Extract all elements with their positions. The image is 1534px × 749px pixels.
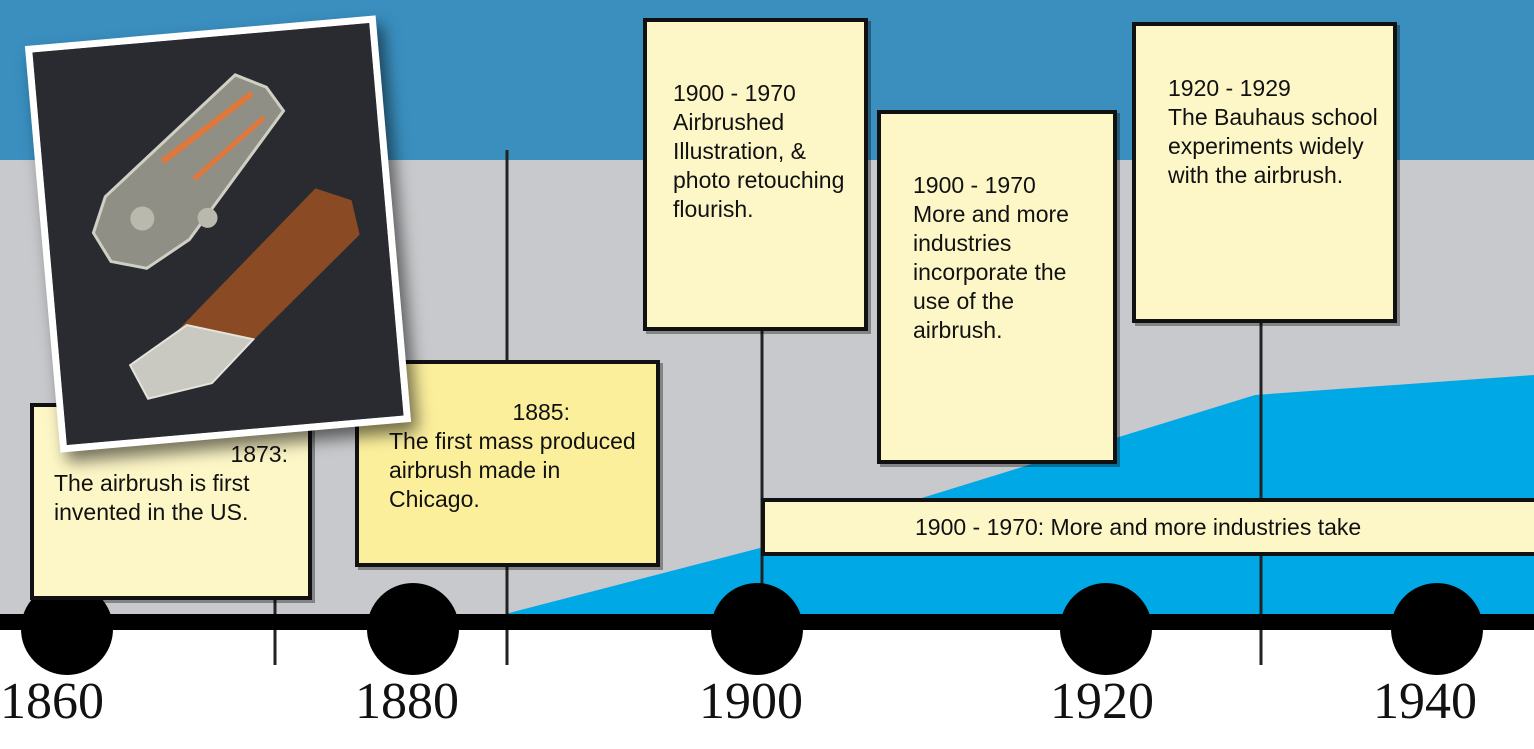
year-marker-1920 bbox=[1060, 583, 1152, 675]
airbrush-icon bbox=[32, 23, 404, 445]
event-note-industries: 1900 - 1970 More and more industries inc… bbox=[877, 110, 1117, 464]
event-text: More and more industries incorporate the… bbox=[913, 201, 1069, 343]
year-label-1860: 1860 bbox=[0, 673, 104, 730]
event-date: 1920 - 1929 bbox=[1168, 75, 1291, 101]
event-text: The Bauhaus school experiments widely wi… bbox=[1168, 104, 1378, 188]
event-text: The first mass produced airbrush made in… bbox=[389, 428, 636, 512]
year-marker-1860 bbox=[21, 583, 113, 675]
event-text: The airbrush is first invented in the US… bbox=[54, 470, 250, 525]
year-marker-1900 bbox=[711, 583, 803, 675]
event-date: 1900 - 1970 bbox=[673, 80, 796, 106]
industries-band-note: 1900 - 1970: More and more industries ta… bbox=[761, 498, 1534, 556]
airbrush-photo-image bbox=[32, 23, 404, 445]
event-note-illustration: 1900 - 1970 Airbrushed Illustration, & p… bbox=[643, 18, 868, 331]
event-note-bauhaus: 1920 - 1929 The Bauhaus school experimen… bbox=[1132, 22, 1397, 323]
year-label-1920: 1920 bbox=[1050, 673, 1154, 730]
event-date: 1873: bbox=[230, 441, 288, 467]
event-text: Airbrushed Illustration, & photo retouch… bbox=[673, 109, 845, 222]
year-label-1940: 1940 bbox=[1373, 673, 1477, 730]
year-label-1880: 1880 bbox=[355, 673, 459, 730]
event-date: 1900 - 1970 bbox=[913, 172, 1036, 198]
event-date: 1885: bbox=[512, 399, 570, 425]
year-marker-1880 bbox=[367, 583, 459, 675]
airbrush-photo bbox=[24, 15, 412, 453]
year-marker-1940 bbox=[1391, 583, 1483, 675]
year-label-1900: 1900 bbox=[699, 673, 803, 730]
